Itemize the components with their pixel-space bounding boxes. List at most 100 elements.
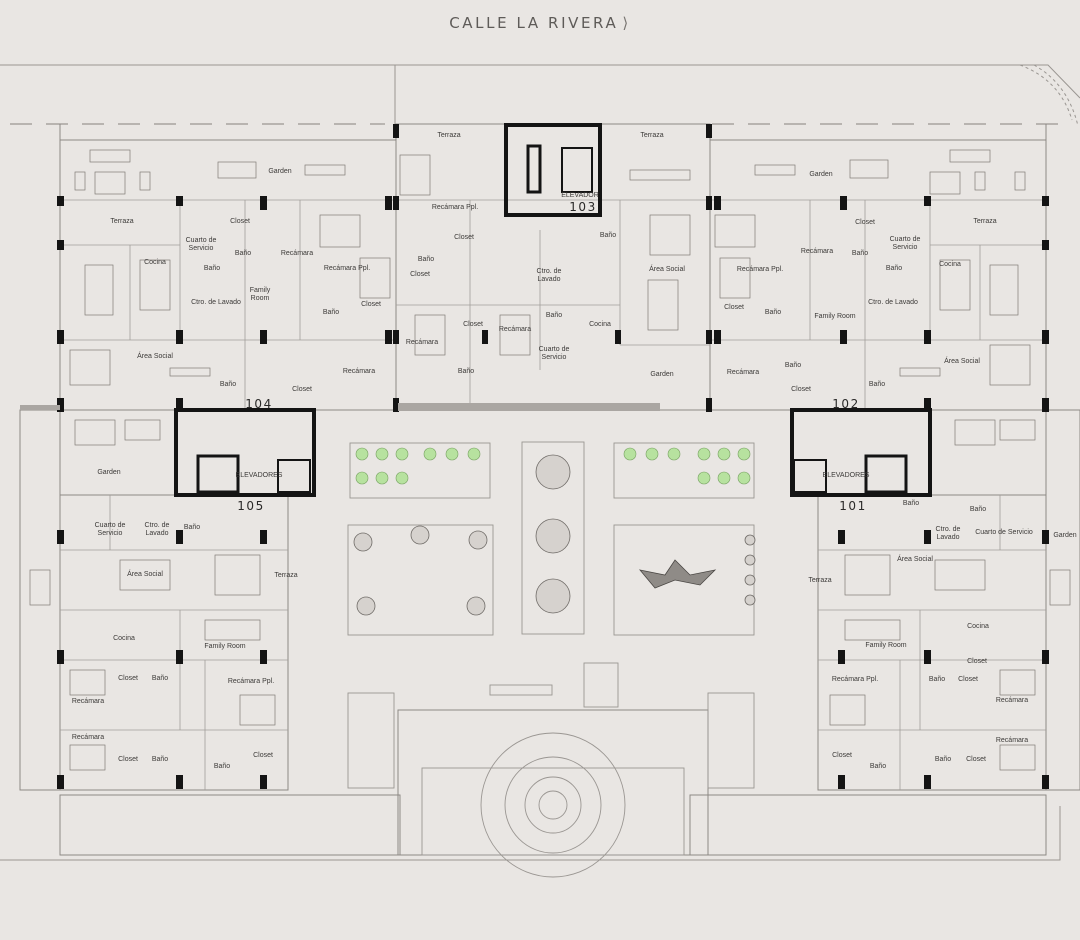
room-label-cocina: Cocina — [144, 259, 166, 266]
room-label-bano: Baño — [322, 309, 340, 316]
room-label-terraza: Terraza — [274, 572, 298, 579]
room-partitions — [60, 199, 1046, 790]
room-label-lavado: Lavado — [537, 276, 561, 283]
room-label-garden: Garden — [809, 171, 833, 178]
unit-number-104: 104 — [245, 397, 273, 411]
room-label-closet: Closet — [253, 752, 273, 759]
room-label-closet: Closet — [463, 321, 483, 328]
site-boundary — [0, 64, 1080, 861]
room-label-ctro-de-lavado: Ctro. de Lavado — [191, 299, 241, 306]
street-name: CALLE LA RIVERA — [449, 14, 619, 32]
room-label-garden: Garden — [1053, 532, 1077, 539]
room-label-cocina: Cocina — [113, 635, 135, 642]
room-label-recamara: Recámara — [71, 734, 105, 741]
room-label-family: Family — [249, 287, 271, 294]
room-label-terraza: Terraza — [110, 218, 134, 225]
room-label-recamara: Recámara — [498, 326, 532, 333]
room-label-closet: Closet — [292, 386, 312, 393]
room-label-ctro-de: Ctro. de — [536, 268, 562, 275]
room-label-closet: Closet — [832, 752, 852, 759]
room-label-elevadores: ELEVADORES — [822, 472, 870, 479]
room-label-recamara: Recámara — [71, 698, 105, 705]
room-label-bano: Baño — [151, 675, 169, 682]
room-label-closet: Closet — [118, 756, 138, 763]
room-label-servicio: Servicio — [892, 244, 918, 251]
room-label-bano: Baño — [902, 500, 920, 507]
room-label-terraza: Terraza — [973, 218, 997, 225]
room-label-bano: Baño — [784, 362, 802, 369]
street-title: CALLE LA RIVERA⟩ — [0, 14, 1080, 32]
furniture — [29, 149, 1071, 771]
room-label-servicio: Servicio — [188, 245, 214, 252]
unit-number-105: 105 — [237, 499, 265, 513]
room-label-lavado: Lavado — [145, 530, 169, 537]
room-label-closet: Closet — [118, 675, 138, 682]
room-label-ctro-de: Ctro. de — [935, 526, 961, 533]
room-label-recamara-ppl: Recámara Ppl. — [227, 678, 275, 685]
room-label-servicio: Servicio — [541, 354, 567, 361]
room-label-recamara-ppl: Recámara Ppl. — [831, 676, 879, 683]
room-label-bano: Baño — [234, 250, 252, 257]
room-label-bano: Baño — [885, 265, 903, 272]
room-label-ctro-de: Ctro. de — [144, 522, 170, 529]
room-label-servicio: Servicio — [97, 530, 123, 537]
room-label-terraza: Terraza — [640, 132, 664, 139]
room-label-cocina: Cocina — [939, 261, 961, 268]
room-label-terraza: Terraza — [808, 577, 832, 584]
room-label-family-room: Family Room — [814, 313, 856, 320]
room-label-bano: Baño — [457, 368, 475, 375]
room-label-garden: Garden — [650, 371, 674, 378]
room-label-recamara: Recámara — [280, 250, 314, 257]
room-label-closet: Closet — [724, 304, 744, 311]
room-label-garden: Garden — [268, 168, 292, 175]
room-label-closet: Closet — [791, 386, 811, 393]
room-label-bano: Baño — [151, 756, 169, 763]
room-label-cuarto-de: Cuarto de — [185, 237, 217, 244]
room-label-elevadores: ELEVADORES — [235, 472, 283, 479]
room-label-cuarto-de: Cuarto de — [889, 236, 921, 243]
room-label-bano: Baño — [928, 676, 946, 683]
room-label-elevador: ELEVADOR — [561, 192, 599, 199]
unit-number-102: 102 — [832, 397, 860, 411]
room-label-terraza: Terraza — [437, 132, 461, 139]
room-label-closet: Closet — [966, 756, 986, 763]
building-outline — [19, 123, 1080, 856]
room-label-recamara: Recámara — [405, 339, 439, 346]
room-label-bano: Baño — [545, 312, 563, 319]
room-label-area-social: Área Social — [137, 353, 173, 360]
room-label-recamara: Recámara — [995, 737, 1029, 744]
room-label-cuarto-de: Cuarto de — [94, 522, 126, 529]
garden-strip — [20, 403, 660, 411]
round-shrubs — [353, 454, 756, 616]
room-label-garden: Garden — [97, 469, 121, 476]
room-label-closet: Closet — [230, 218, 250, 225]
room-label-closet: Closet — [361, 301, 381, 308]
room-label-recamara: Recámara — [342, 368, 376, 375]
room-label-area-social: Área Social — [127, 571, 163, 578]
room-label-bano: Baño — [851, 250, 869, 257]
room-label-recamara-ppl: Recámara Ppl. — [431, 204, 479, 211]
room-label-area-social: Área Social — [944, 358, 980, 365]
room-label-ctro-de-lavado: Ctro. de Lavado — [868, 299, 918, 306]
room-label-recamara: Recámara — [995, 697, 1029, 704]
double-chevron-right-icon: ⟩ — [622, 14, 631, 32]
room-label-lavado: Lavado — [936, 534, 960, 541]
room-label-bano: Baño — [203, 265, 221, 272]
room-label-bano: Baño — [869, 763, 887, 770]
room-label-closet: Closet — [967, 658, 987, 665]
room-label-recamara-ppl: Recámara Ppl. — [736, 266, 784, 273]
room-label-bano: Baño — [213, 763, 231, 770]
room-label-family-room: Family Room — [204, 643, 246, 650]
room-label-bano: Baño — [934, 756, 952, 763]
room-label-closet: Closet — [454, 234, 474, 241]
room-label-cocina: Cocina — [967, 623, 989, 630]
room-label-bano: Baño — [219, 381, 237, 388]
room-label-cocina: Cocina — [589, 321, 611, 328]
sculpture — [638, 559, 717, 589]
room-label-room: Room — [250, 295, 270, 302]
room-label-area-social: Área Social — [649, 266, 685, 273]
courtyard — [347, 441, 755, 878]
room-label-cuarto-de: Cuarto de — [538, 346, 570, 353]
room-label-cuarto-de-servicio: Cuarto de Servicio — [975, 529, 1033, 536]
